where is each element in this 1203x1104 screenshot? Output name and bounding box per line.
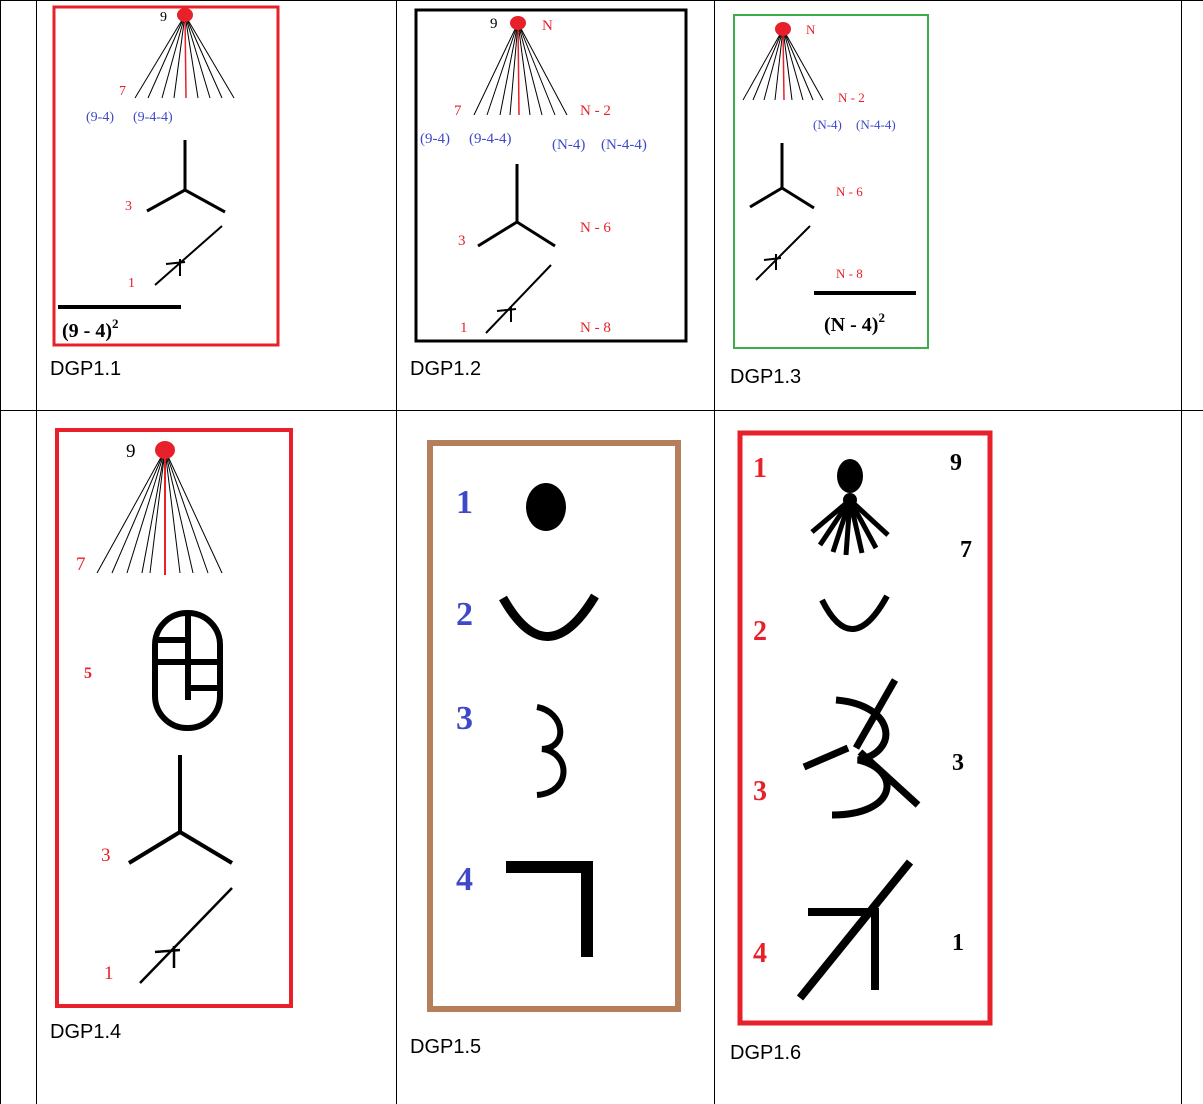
y-glyph [129,755,232,863]
label-top-9: 9 [490,16,498,32]
label-blue-1: (9-4) [420,131,450,147]
arrow-glyph [140,888,232,983]
frame-black [416,10,686,341]
label-blue-2: (9-4-4) [133,110,173,125]
arrow-glyph [486,265,551,333]
formula-text: (N - 4)2 [824,310,885,336]
three-curve-glyph [537,707,564,795]
head-glyph [837,459,863,493]
arrow-glyph [756,226,810,280]
label-blue-4: (N-4-4) [601,137,647,153]
formula-text: (9 - 4)2 [62,316,118,342]
label-blue-2: (9-4-4) [469,131,511,147]
figure-dgp1-4: 9 7 5 3 1 [57,430,291,1006]
label-1-right: 1 [952,930,964,956]
fan-glyph [812,500,888,555]
label-2: 2 [753,616,767,647]
label-n-2: N - 2 [838,90,865,105]
top-red-dot [177,8,193,22]
figure-dgp1-3: N N - 2 (N-4) (N-4-4) N - 6 N - 8 (N - 4… [734,15,928,348]
swastika-loop-glyph [155,613,220,728]
label-3: 3 [458,233,466,249]
label-1: 1 [104,963,114,984]
label-n-8: N - 8 [580,320,611,336]
y-glyph [478,164,555,246]
frame-red [57,430,291,1006]
label-1: 1 [460,320,468,336]
label-2: 2 [456,596,473,633]
label-top-9: 9 [126,441,136,462]
label-blue-3: (N-4) [552,137,585,153]
arrow-glyph [155,226,222,285]
dot-glyph [526,483,566,531]
fan-lines [97,450,222,573]
label-9: 9 [950,450,962,476]
label-3: 3 [125,199,132,214]
fan-center-red-line [185,15,186,98]
crossed-three-glyph [804,680,918,815]
fan-center-red-line [518,23,519,115]
label-n: N [806,22,816,37]
label-1: 1 [456,484,473,521]
top-red-dot [775,22,791,36]
label-3: 3 [753,776,767,807]
figure-dgp1-2: 9 N 7 N - 2 (9-4) (9-4-4) (N-4) (N-4-4) … [416,10,686,341]
arrow-glyph [800,862,910,998]
y-glyph [750,143,814,208]
label-7: 7 [960,537,972,563]
label-7: 7 [454,103,462,119]
label-n-8: N - 8 [836,266,863,281]
smile-glyph [503,596,595,637]
fan-center-red-line [783,29,784,100]
y-glyph [147,140,225,212]
corner-glyph [506,867,587,957]
label-blue-1: (N-4) [813,117,842,132]
label-4: 4 [456,861,473,898]
label-n-6: N - 6 [836,184,863,199]
label-1: 1 [753,453,767,484]
top-red-dot [510,16,526,30]
label-5: 5 [84,665,92,682]
label-n: N [542,18,553,34]
label-7: 7 [76,554,86,575]
label-blue-2: (N-4-4) [856,117,896,132]
label-top-9: 9 [160,10,167,25]
label-3-right: 3 [952,750,964,776]
label-n-2: N - 2 [580,103,611,119]
label-1: 1 [128,276,135,291]
label-7: 7 [119,84,126,99]
label-3: 3 [456,700,473,737]
top-red-dot [155,441,175,459]
fan-lines [474,23,567,115]
figure-dgp1-5: 1 2 3 4 [430,443,678,1009]
smile-glyph [822,596,887,629]
label-3: 3 [101,845,111,866]
label-n-6: N - 6 [580,220,611,236]
figure-dgp1-6: 1 9 7 2 3 3 4 1 [740,433,990,1023]
label-blue-1: (9-4) [86,110,114,125]
figure-dgp1-1: 9 7 (9-4) (9-4-4) 3 1 (9 - 4)2 [54,7,278,345]
label-4: 4 [753,938,767,969]
